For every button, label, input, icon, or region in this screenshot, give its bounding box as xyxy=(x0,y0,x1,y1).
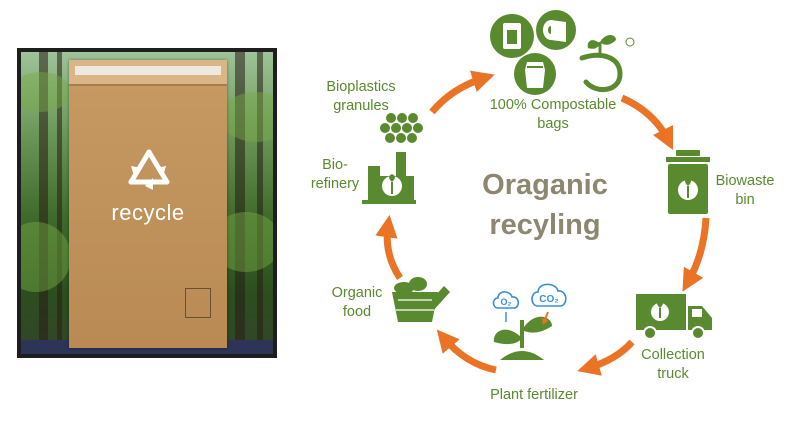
label-bioplastics-granules: Bioplastics granules xyxy=(326,79,396,114)
title-line-2: recyling xyxy=(489,209,601,241)
paper-roll-icon xyxy=(536,10,576,50)
oxygen-cloud-icon: O₂ xyxy=(492,291,520,322)
truck-icon xyxy=(636,294,712,340)
arrow-truck-to-plant xyxy=(577,339,635,376)
label-collection-truck: Collection truck xyxy=(641,347,705,382)
granules-icon xyxy=(380,113,423,143)
label-compostable-bags: 100% Compostable bags xyxy=(489,97,617,132)
arrow-bin-to-truck xyxy=(682,217,710,292)
label-plant-fertilizer: Plant fertilizer xyxy=(490,387,578,403)
basket-icon xyxy=(392,277,450,322)
o2-label: O₂ xyxy=(501,297,512,307)
title-line-1: Oraganic xyxy=(482,169,608,201)
trash-bin-icon xyxy=(666,150,710,214)
label-organic-food: Organic food xyxy=(331,285,383,320)
diagram-title: Oraganic recyling xyxy=(440,165,650,245)
label-biowaste-bin: Biowaste bin xyxy=(715,173,775,208)
co2-label: CO₂ xyxy=(539,294,558,305)
bag-icon xyxy=(490,14,534,58)
arrow-plant-to-food xyxy=(436,329,497,374)
factory-icon xyxy=(362,152,416,204)
arrow-bags-to-bin xyxy=(620,94,674,151)
pouch-icon xyxy=(514,53,556,95)
forest-background: recycle xyxy=(21,52,273,354)
bag-recycle-text: recycle xyxy=(111,200,185,225)
label-biorefinery: Bio- refinery xyxy=(310,157,360,192)
recycle-bag-photo: recycle xyxy=(17,48,277,358)
paper-bag-logo xyxy=(185,288,211,318)
recycle-symbol-icon xyxy=(128,149,170,190)
arrow-granules-to-bags xyxy=(429,70,495,115)
arrow-food-to-refinery xyxy=(375,214,403,280)
co2-cloud-icon: CO₂ xyxy=(531,283,567,325)
sprout-logo-icon xyxy=(579,35,635,92)
kraft-mailer-bag: recycle xyxy=(69,60,227,348)
plant-icon xyxy=(493,316,552,360)
